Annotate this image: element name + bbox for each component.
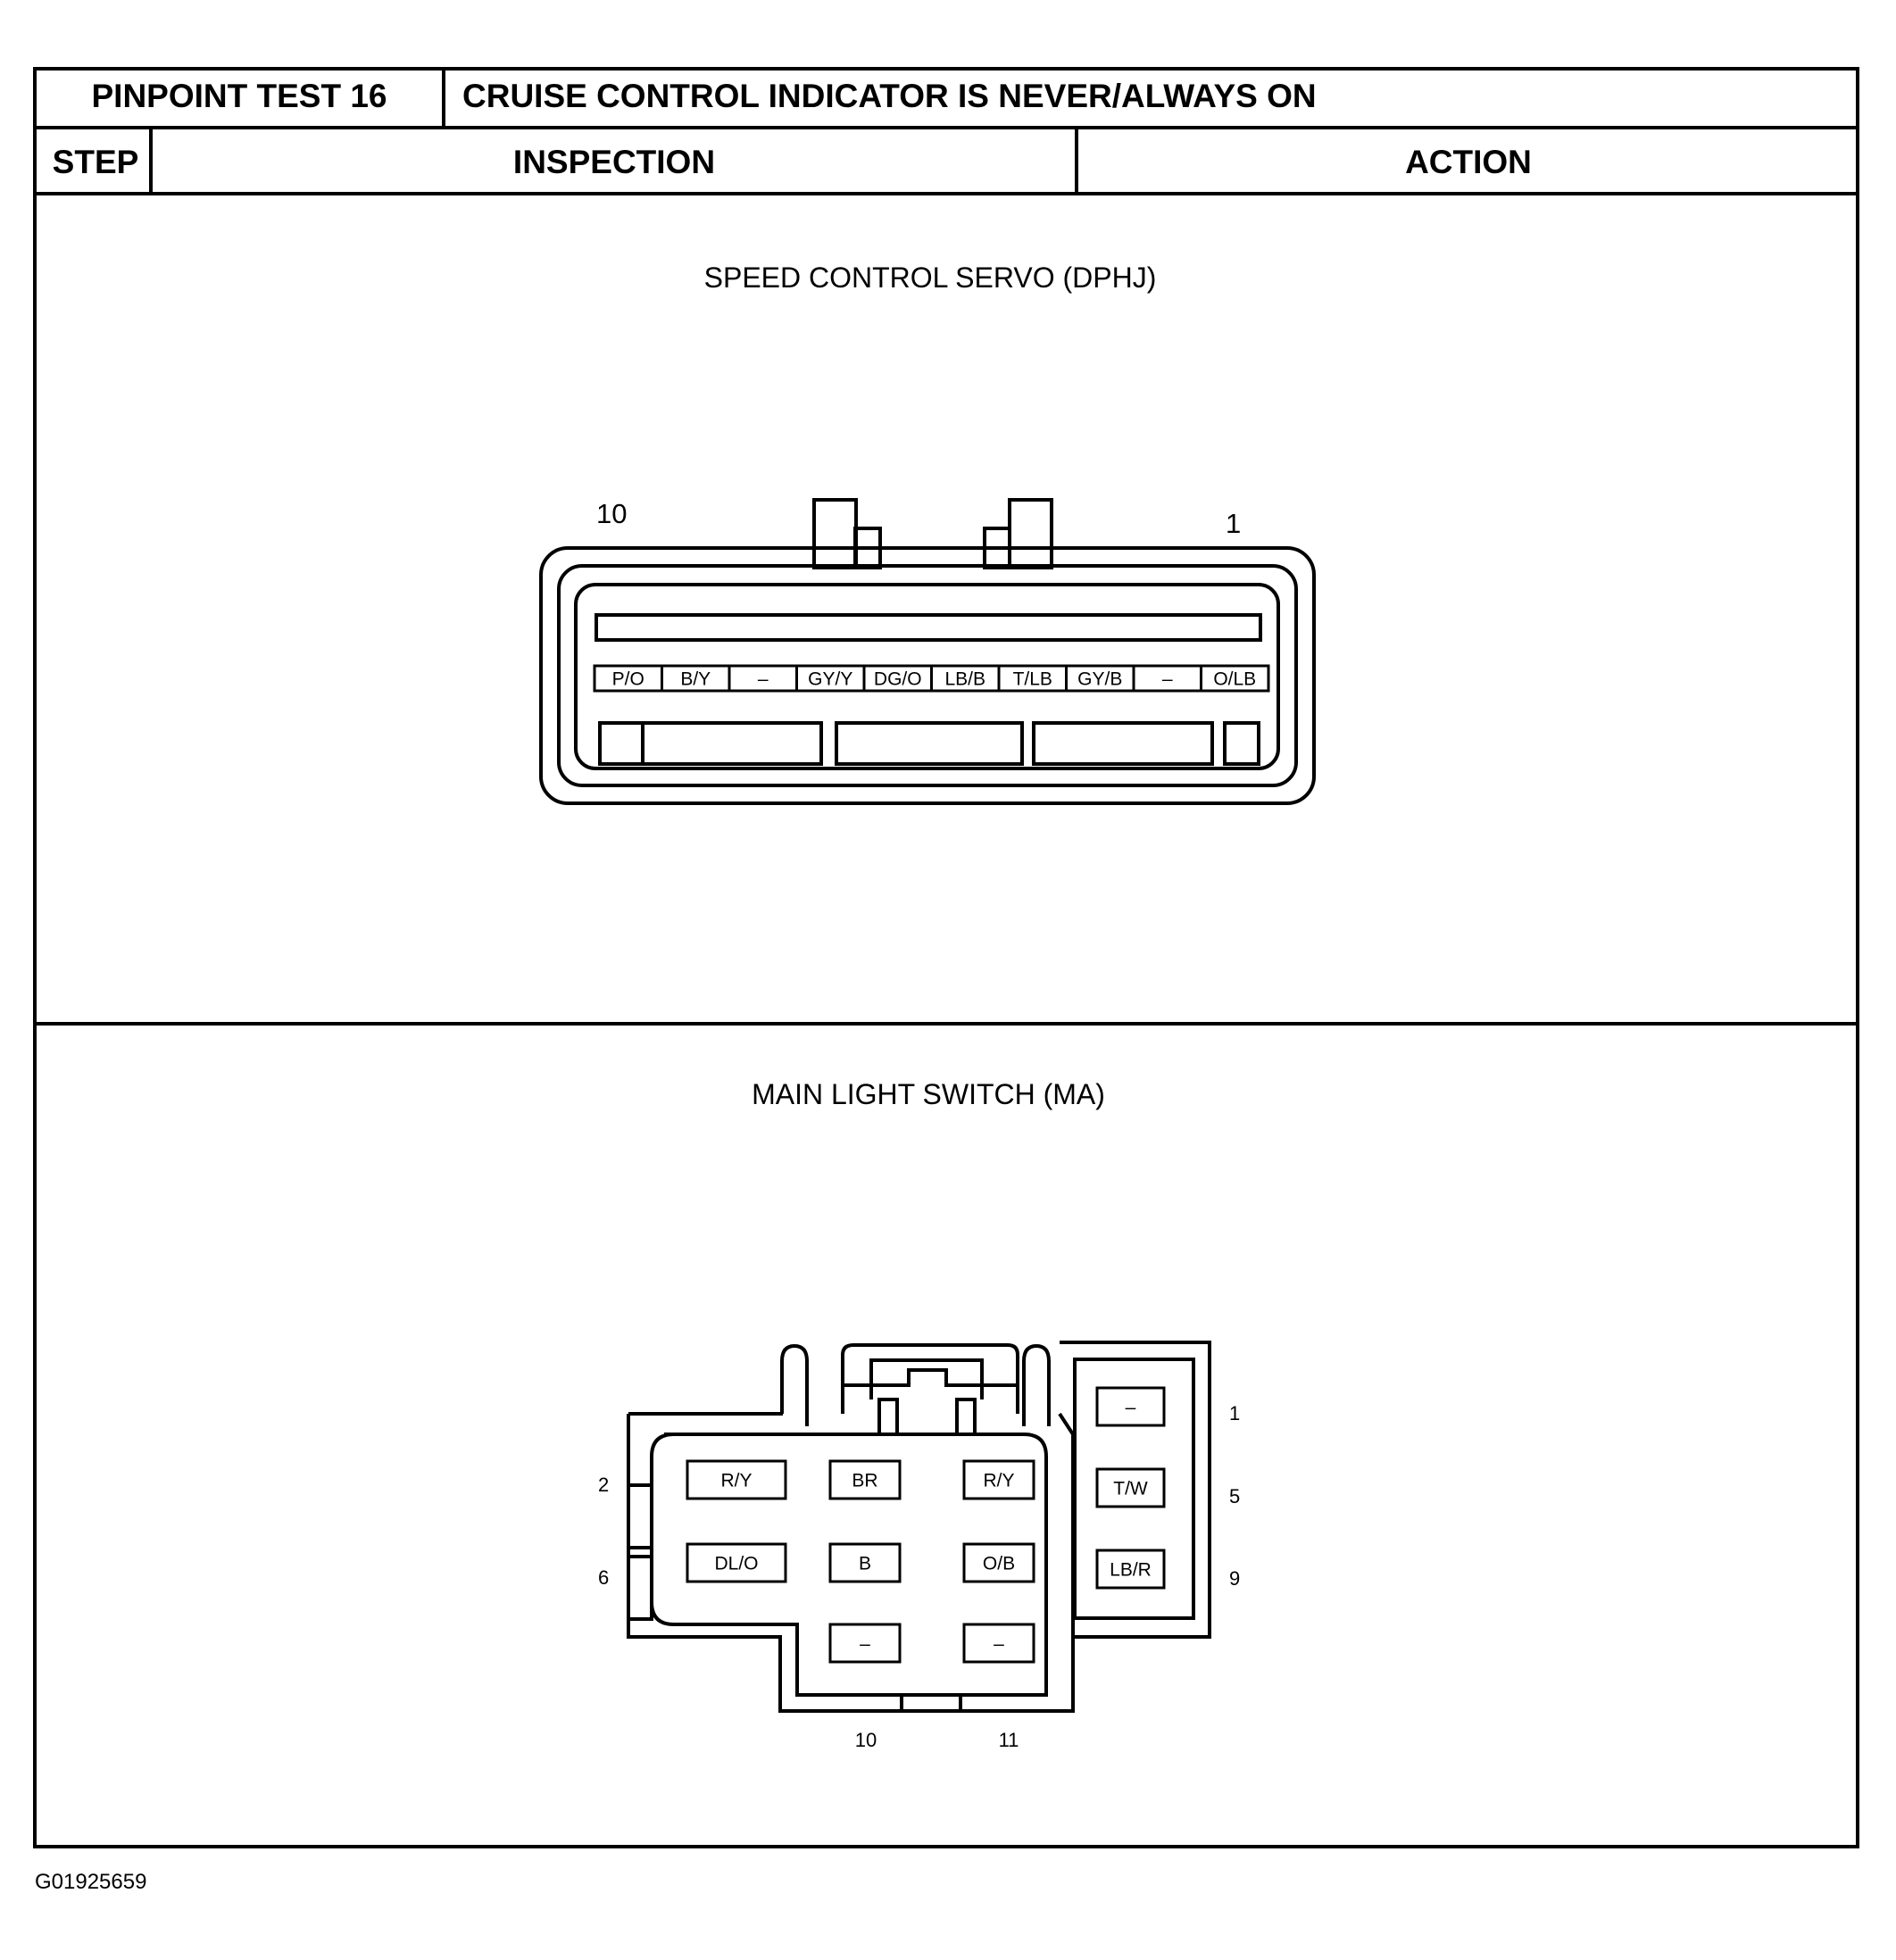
switch-pin-row1-3-label: R/Y <box>983 1471 1014 1491</box>
servo-pin-1: P/O <box>593 664 663 693</box>
switch-pin-row1-3-cavity <box>962 1459 1035 1500</box>
switch-connector <box>627 1341 1211 1713</box>
servo-pin-2-label: B/Y <box>680 669 711 690</box>
switch-pin-number-9: 9 <box>1229 1567 1240 1590</box>
column-header-step: STEP <box>53 144 139 180</box>
switch-pin-right-3-label: LB/R <box>1110 1560 1152 1581</box>
servo-pin-10: O/LB <box>1200 664 1270 693</box>
switch-pin-row2-1-cavity <box>686 1542 787 1583</box>
test-id: PINPOINT TEST 16 <box>91 78 387 114</box>
switch-pin-row3-1: – <box>828 1623 902 1664</box>
switch-pin-row1-1: R/Y <box>686 1459 787 1500</box>
switch-pin-row1-3: R/Y <box>962 1459 1035 1500</box>
switch-pin-row1-2-label: BR <box>852 1471 877 1491</box>
switch-pin-row3-2-cavity <box>962 1623 1035 1664</box>
switch-pin-number-5: 5 <box>1229 1485 1240 1507</box>
switch-pin-row1-2: BR <box>828 1459 902 1500</box>
switch-pin-row2-3-label: O/B <box>983 1554 1015 1574</box>
switch-pin-right-3: LB/R <box>1095 1549 1166 1590</box>
servo-pin-7: T/LB <box>997 664 1068 693</box>
switch-pin-row2-2-cavity <box>828 1542 902 1583</box>
servo-pin-1-label: P/O <box>612 669 644 690</box>
switch-pin-row2-1-label: DL/O <box>714 1554 758 1574</box>
figure-id: G01925659 <box>35 1870 146 1894</box>
switch-pin-grid: R/Y BR R/Y DL/O B O/B – – – T/W LB/R <box>686 1386 1166 1664</box>
servo-pin-8-label: GY/B <box>1077 669 1122 690</box>
servo-pin-5-label: DG/O <box>874 669 922 690</box>
servo-pin-4-label: GY/Y <box>808 669 852 690</box>
switch-pin-right-1-label: – <box>1126 1398 1136 1418</box>
servo-caption: SPEED CONTROL SERVO (DPHJ) <box>704 262 1157 294</box>
switch-pin-row1-2-cavity <box>828 1459 902 1500</box>
table-frame <box>33 67 1859 1848</box>
switch-pin-row2-3: O/B <box>962 1542 1035 1583</box>
switch-pin-number-10: 10 <box>855 1729 877 1751</box>
switch-pin-row3-2-label: – <box>994 1634 1004 1655</box>
switch-pin-row1-1-cavity <box>686 1459 787 1500</box>
servo-pin-6-label: LB/B <box>944 669 985 690</box>
switch-pin-right-1: – <box>1095 1386 1166 1427</box>
servo-pin-5: DG/O <box>862 664 933 693</box>
servo-pin-7-label: T/LB <box>1013 669 1052 690</box>
switch-pin-row2-2-label: B <box>859 1554 871 1574</box>
switch-pin-right-2-cavity <box>1095 1467 1166 1508</box>
switch-pin-row2-1: DL/O <box>686 1542 787 1583</box>
servo-pin-3: – <box>728 664 798 693</box>
switch-pin-row2-2: B <box>828 1542 902 1583</box>
servo-pin-9-label: – <box>1162 669 1173 690</box>
servo-pin-8: GY/B <box>1065 664 1135 693</box>
servo-pin-number-left: 10 <box>596 498 627 529</box>
switch-pin-right-3-cavity <box>1095 1549 1166 1590</box>
switch-pin-right-2-label: T/W <box>1113 1479 1148 1499</box>
switch-pin-right-2: T/W <box>1095 1467 1166 1508</box>
switch-caption: MAIN LIGHT SWITCH (MA) <box>752 1078 1105 1110</box>
test-title: CRUISE CONTROL INDICATOR IS NEVER/ALWAYS… <box>462 78 1317 114</box>
switch-pin-right-1-cavity <box>1095 1386 1166 1427</box>
column-header-action: ACTION <box>1405 144 1532 180</box>
servo-pin-number-right: 1 <box>1226 508 1241 539</box>
servo-connector <box>539 498 1316 805</box>
servo-pin-10-label: O/LB <box>1213 669 1256 690</box>
servo-pin-2: B/Y <box>661 664 731 693</box>
servo-pin-row: P/O B/Y – GY/Y DG/O LB/B T/LB GY/B – O/LB <box>593 664 1270 693</box>
switch-pin-row1-1-label: R/Y <box>720 1471 752 1491</box>
servo-pin-9: – <box>1132 664 1202 693</box>
switch-pin-number-2: 2 <box>598 1474 609 1496</box>
switch-pin-row3-2: – <box>962 1623 1035 1664</box>
servo-pin-6: LB/B <box>930 664 1001 693</box>
switch-pin-number-1: 1 <box>1229 1402 1240 1424</box>
servo-pin-10-cavity <box>1200 664 1270 693</box>
column-header-inspection: INSPECTION <box>513 144 715 180</box>
switch-pin-row3-1-cavity <box>828 1623 902 1664</box>
switch-pin-number-6: 6 <box>598 1566 609 1589</box>
switch-pin-row3-1-label: – <box>860 1634 870 1655</box>
servo-pin-4: GY/Y <box>795 664 866 693</box>
switch-pin-number-11: 11 <box>999 1729 1019 1751</box>
servo-pin-3-label: – <box>758 669 769 690</box>
switch-pin-row2-3-cavity <box>962 1542 1035 1583</box>
